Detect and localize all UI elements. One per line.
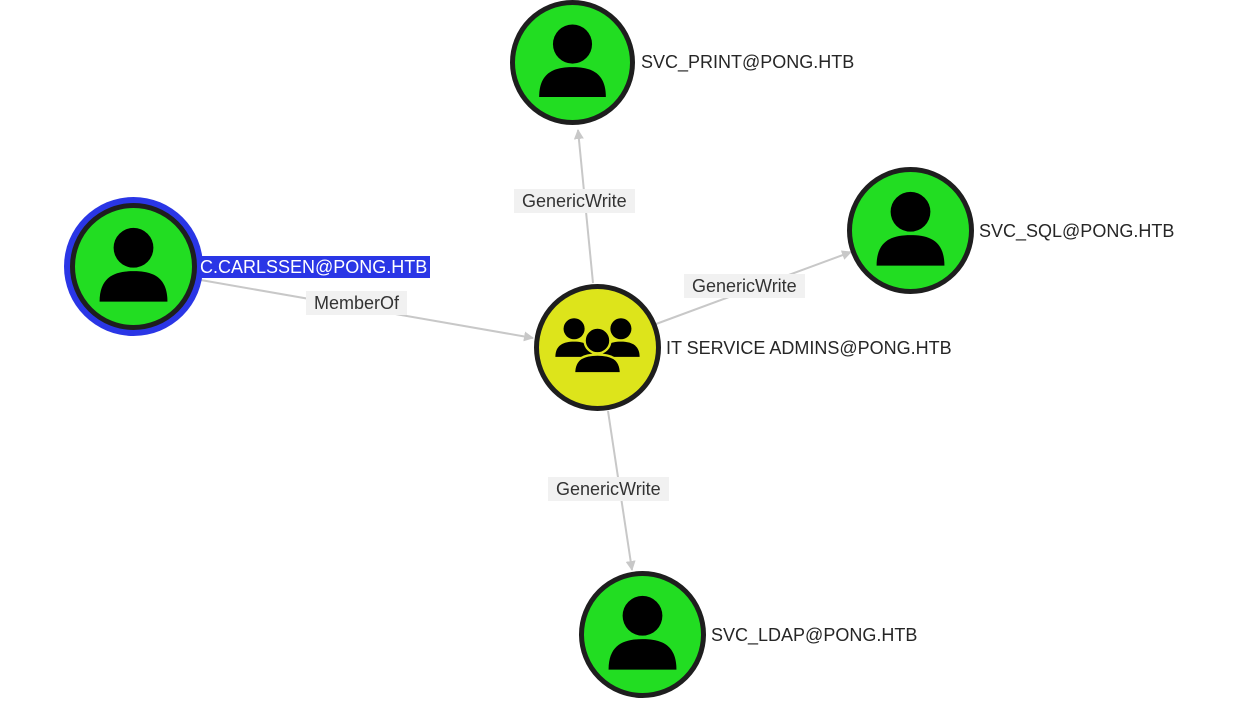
user-icon [539,24,606,97]
user-icon [608,595,677,670]
node-svc-print[interactable] [510,0,635,125]
node-label-svc-sql[interactable]: SVC_SQL@PONG.HTB [979,221,1175,241]
edge-label-genericwrite-svc-ldap[interactable]: GenericWrite [548,477,669,501]
node-svc-sql[interactable] [847,167,974,294]
user-icon [876,191,945,266]
edge-label-genericwrite-svc-sql[interactable]: GenericWrite [684,274,805,298]
node-label-svc-print[interactable]: SVC_PRINT@PONG.HTB [641,52,855,72]
group-icon [555,318,640,375]
user-icon [99,227,168,302]
node-c-carlssen[interactable] [70,203,197,330]
node-label-svc-ldap[interactable]: SVC_LDAP@PONG.HTB [711,625,918,645]
node-svc-ldap[interactable] [579,571,706,698]
node-label-c-carlssen[interactable]: C.CARLSSEN@PONG.HTB [197,256,431,278]
node-label-it-service-admins[interactable]: IT SERVICE ADMINS@PONG.HTB [666,338,952,358]
edge-label-memberof[interactable]: MemberOf [306,291,408,315]
edge-label-genericwrite-svc-print[interactable]: GenericWrite [514,189,635,213]
node-it-service-admins[interactable] [534,284,661,411]
